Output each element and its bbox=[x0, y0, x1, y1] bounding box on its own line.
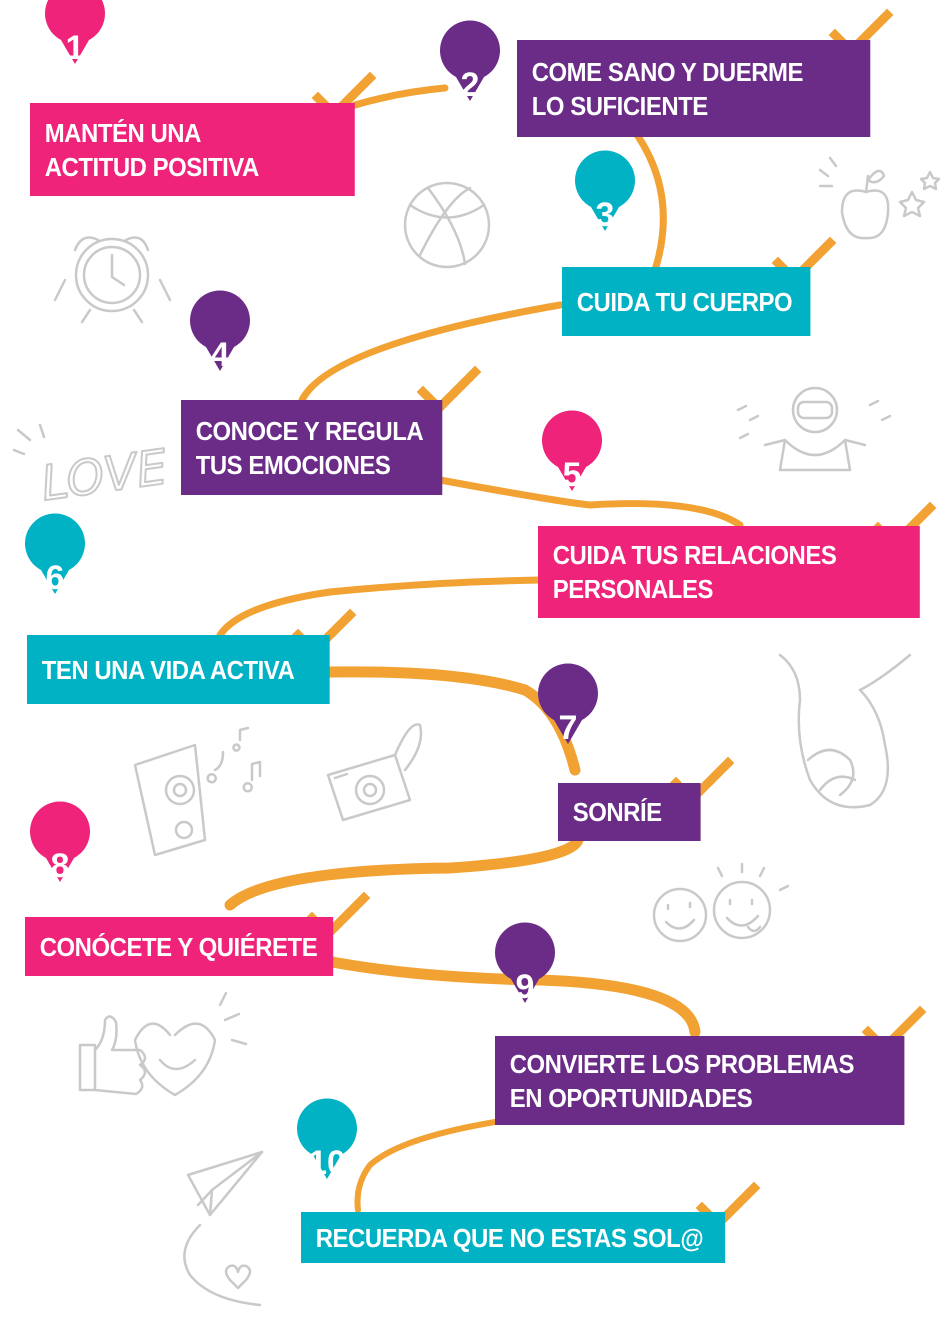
smiley-faces-icon bbox=[652, 862, 790, 943]
step-3-marker-pin bbox=[575, 150, 636, 231]
step-2-label-line: COME SANO Y DUERME bbox=[531, 56, 804, 87]
journey-path-end bbox=[354, 1119, 498, 1213]
step-1-marker-pin bbox=[45, 0, 105, 64]
thumbs-up-heart-icon bbox=[78, 991, 248, 1097]
step-6-marker-pin bbox=[25, 513, 85, 594]
journey-path bbox=[216, 84, 744, 639]
alarm-clock-icon bbox=[53, 236, 172, 324]
step-2-marker-pin bbox=[440, 20, 501, 101]
step-1-number: 1 bbox=[65, 29, 85, 67]
apple-icon bbox=[818, 156, 941, 240]
step-3-box: CUIDA TU CUERPO bbox=[562, 267, 810, 336]
step-7-marker-pin bbox=[538, 663, 598, 744]
step-7-box: SONRÍE bbox=[558, 783, 701, 841]
step-10-number: 10 bbox=[308, 1144, 346, 1182]
diver-icon bbox=[736, 386, 892, 472]
love-doodle: LOVE bbox=[12, 423, 172, 513]
step-9-label-line: EN OPORTUNIDADES bbox=[509, 1082, 753, 1113]
step-7-number: 7 bbox=[558, 709, 578, 747]
step-3-number: 3 bbox=[595, 196, 615, 234]
camera-icon bbox=[326, 723, 423, 822]
step-5-label-line: CUIDA TUS RELACIONES bbox=[552, 540, 837, 570]
step-6-box: TEN UNA VIDA ACTIVA bbox=[27, 635, 330, 704]
step-10-label-line: RECUERDA QUE NO ESTAS SOL@ bbox=[315, 1222, 704, 1253]
step-5-box: CUIDA TUS RELACIONES PERSONALES bbox=[538, 526, 920, 618]
paper-plane-icon bbox=[183, 1150, 264, 1307]
step-9-label-line: CONVIERTE LOS PROBLEMAS bbox=[509, 1048, 855, 1079]
step-8-label-line: CONÓCETE Y QUIÉRETE bbox=[39, 931, 318, 962]
step-5-label-line: PERSONALES bbox=[552, 574, 714, 604]
step-1-label-line: ACTITUD POSITIVA bbox=[44, 151, 260, 182]
step-1-label-line: MANTÉN UNA bbox=[44, 117, 202, 148]
step-5-marker-pin bbox=[542, 410, 602, 491]
love-doodle-text: LOVE bbox=[38, 439, 171, 512]
step-7-label-line: SONRÍE bbox=[572, 797, 662, 827]
hands-icon bbox=[778, 653, 912, 809]
step-8-marker-pin bbox=[30, 801, 91, 882]
speaker-icon bbox=[133, 726, 262, 857]
step-10-box: RECUERDA QUE NO ESTAS SOL@ bbox=[301, 1212, 725, 1263]
step-6-label-line: TEN UNA VIDA ACTIVA bbox=[41, 654, 295, 685]
step-9-marker-pin bbox=[494, 922, 556, 1003]
step-4-label-line: TUS EMOCIONES bbox=[195, 449, 391, 480]
step-10-marker-pin bbox=[297, 1098, 357, 1179]
step-5-number: 5 bbox=[562, 456, 582, 494]
step-6-number: 6 bbox=[45, 559, 65, 597]
step-4-marker-pin bbox=[190, 290, 250, 371]
steps-layer bbox=[25, 0, 937, 1231]
basketball-icon bbox=[403, 181, 491, 269]
journey-path-thick bbox=[224, 666, 701, 1038]
step-2-label-line: LO SUFICIENTE bbox=[531, 90, 709, 121]
step-2-number: 2 bbox=[460, 66, 480, 104]
step-4-label-line: CONOCE Y REGULA bbox=[195, 415, 424, 446]
step-3-label-line: CUIDA TU CUERPO bbox=[576, 286, 793, 317]
step-8-number: 8 bbox=[50, 847, 70, 885]
step-4-number: 4 bbox=[210, 336, 230, 374]
step-9-number: 9 bbox=[515, 968, 535, 1006]
step-8-box: CONÓCETE Y QUIÉRETE bbox=[25, 917, 333, 976]
